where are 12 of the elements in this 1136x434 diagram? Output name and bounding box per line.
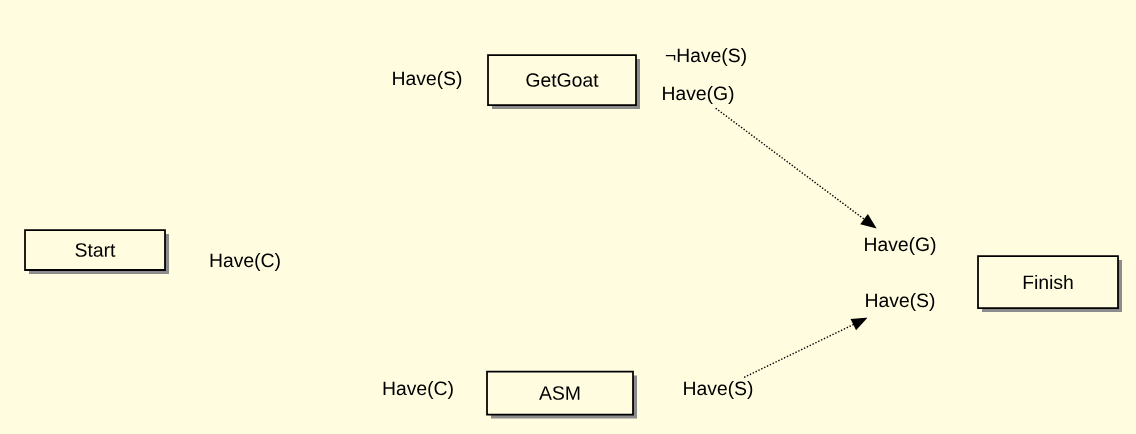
condition-label: Have(C) — [383, 381, 453, 399]
condition-label: Have(S) — [866, 293, 935, 311]
step-box: Finish — [977, 255, 1122, 312]
condition-label: Have(S) — [393, 71, 462, 89]
step-box: Start — [24, 229, 169, 274]
condition-label: ¬Have(S) — [665, 48, 746, 66]
step-box: GetGoat — [487, 54, 640, 109]
condition-label: Have(G) — [663, 86, 734, 104]
condition-label: Have(G) — [865, 237, 936, 255]
condition-label: Have(S) — [684, 381, 753, 399]
step-box: ASM — [486, 370, 637, 419]
condition-label: Have(C) — [210, 253, 280, 271]
